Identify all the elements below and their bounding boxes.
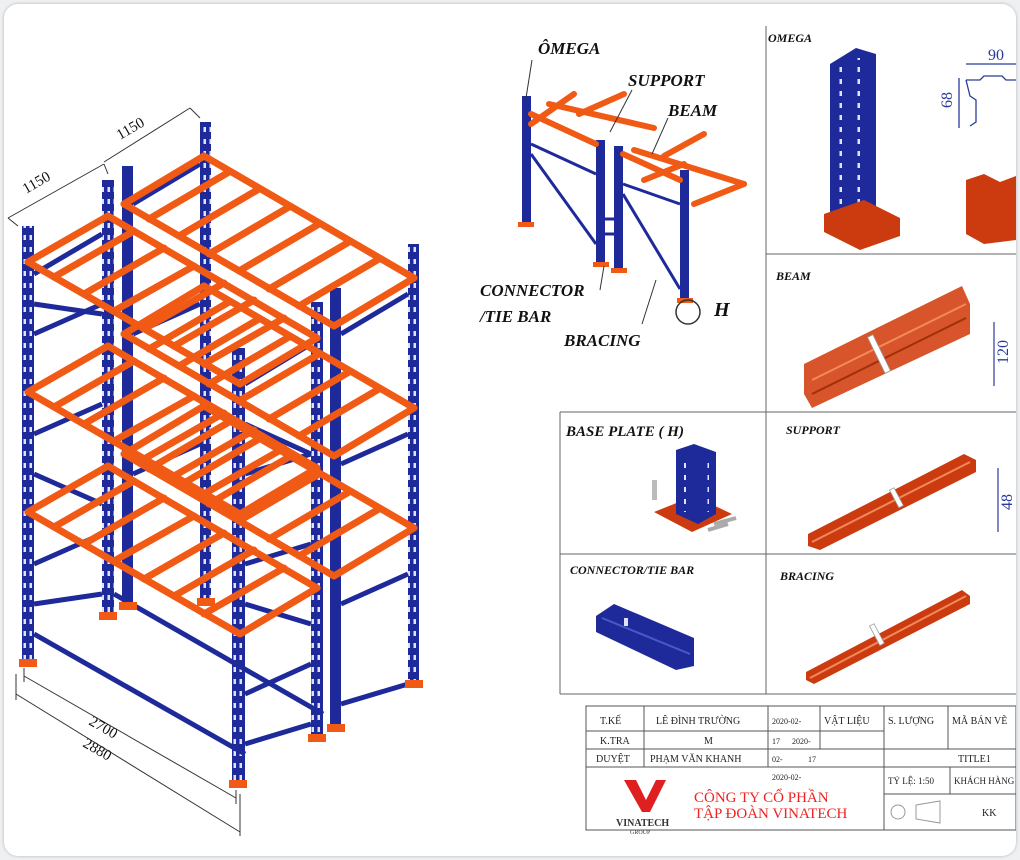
title-block: T.KẾ LÊ ĐÌNH TRƯỜNG 2020-02- VẬT LIỆU S.… <box>585 705 1016 836</box>
tb-r2-c2: M <box>704 736 713 747</box>
exploded-beams <box>528 91 747 207</box>
panel-bracing: BRACING <box>779 569 970 684</box>
panel-omega-title: OMEGA <box>768 31 812 45</box>
tb-r3-c1: DUYỆT <box>596 753 630 765</box>
rack-assembly: 1150 1150 2700 2880 <box>7 107 423 836</box>
tb-r5-c1: KK <box>982 808 997 819</box>
beam-level-1 <box>24 152 418 388</box>
drawing-canvas: 1150 1150 2700 2880 <box>7 26 1016 836</box>
omega-dim-height: 68 <box>939 92 956 108</box>
panel-beam-title: BEAM <box>775 269 811 283</box>
panel-base-plate-title: BASE PLATE ( H) <box>565 424 684 440</box>
projection-symbol <box>890 800 941 824</box>
panel-support: SUPPORT 48 <box>786 423 1016 550</box>
vinatech-logo: VINATECH GROUP <box>616 780 669 836</box>
parts-grid-lines <box>559 26 1016 695</box>
panel-omega: OMEGA 90 68 <box>768 31 1016 250</box>
tb-r2-c4: 2020- <box>792 737 811 746</box>
label-omega: ÔMEGA <box>538 39 600 58</box>
tb-r1-c3: 2020-02- <box>772 717 802 726</box>
exploded-uprights <box>522 96 689 300</box>
tb-r1-c6: MÃ BẢN VẼ <box>952 715 1007 727</box>
tb-r1-c2: LÊ ĐÌNH TRƯỜNG <box>656 715 740 727</box>
company-name-line-2: TẬP ĐOÀN VINATECH <box>694 805 848 822</box>
omega-profile <box>958 63 1016 128</box>
dim-depth-b: 1150 <box>114 115 148 144</box>
label-bracing: BRACING <box>563 331 641 350</box>
omega-dim-width: 90 <box>988 47 1004 64</box>
drawing-sheet: 1150 1150 2700 2880 <box>4 4 1016 856</box>
title-block-grid <box>585 705 1016 831</box>
tb-r1-c1: T.KẾ <box>600 714 621 727</box>
label-beam: BEAM <box>667 101 718 120</box>
dim-depth-a: 1150 <box>20 169 54 198</box>
tb-r1-c5: S. LƯỢNG <box>888 716 934 727</box>
panel-base-plate: BASE PLATE ( H) <box>565 424 737 532</box>
base-detail-circle <box>675 299 701 325</box>
beam-dim: 120 <box>995 340 1012 364</box>
exploded-leaders <box>525 59 669 325</box>
exploded-bracing <box>529 142 682 290</box>
beam-level-3 <box>24 402 418 638</box>
support-dim: 48 <box>999 494 1016 510</box>
tb-r3-c2: PHẠM VĂN KHANH <box>650 753 742 765</box>
label-tie-bar: /TIE BAR <box>478 307 551 326</box>
tb-r4-c2: TỶ LỆ: 1:50 <box>888 776 934 786</box>
tb-r3-c5: TITLE1 <box>958 754 991 765</box>
tb-r4-c3: KHÁCH HÀNG <box>954 776 1015 786</box>
tb-r2-c3: 17 <box>772 737 780 746</box>
exploded-view: ÔMEGA SUPPORT BEAM CONNECTOR /TIE BAR BR… <box>478 39 747 350</box>
panel-beam: BEAM 120 <box>775 269 1012 408</box>
tb-r4-c1: 2020-02- <box>772 773 802 782</box>
label-base-marker: H <box>713 299 731 321</box>
rack-dimension-lines <box>7 107 241 836</box>
label-support: SUPPORT <box>628 71 705 90</box>
tb-r3-c4: 17 <box>808 755 816 764</box>
panel-connector-title: CONNECTOR/TIE BAR <box>570 563 694 577</box>
tb-r3-c3: 02- <box>772 755 783 764</box>
tb-r2-c1: K.TRA <box>600 736 631 747</box>
panel-support-title: SUPPORT <box>786 423 841 437</box>
company-name-line-1: CÔNG TY CỔ PHẦN <box>694 788 829 806</box>
logo-text: VINATECH <box>616 818 669 829</box>
panel-connector: CONNECTOR/TIE BAR <box>570 563 694 670</box>
panel-bracing-title: BRACING <box>779 569 834 583</box>
logo-subtext: GROUP <box>630 830 651 836</box>
rack-base-plates <box>19 598 423 788</box>
label-connector: CONNECTOR <box>480 281 585 300</box>
tb-r1-c4: VẬT LIỆU <box>824 715 870 727</box>
